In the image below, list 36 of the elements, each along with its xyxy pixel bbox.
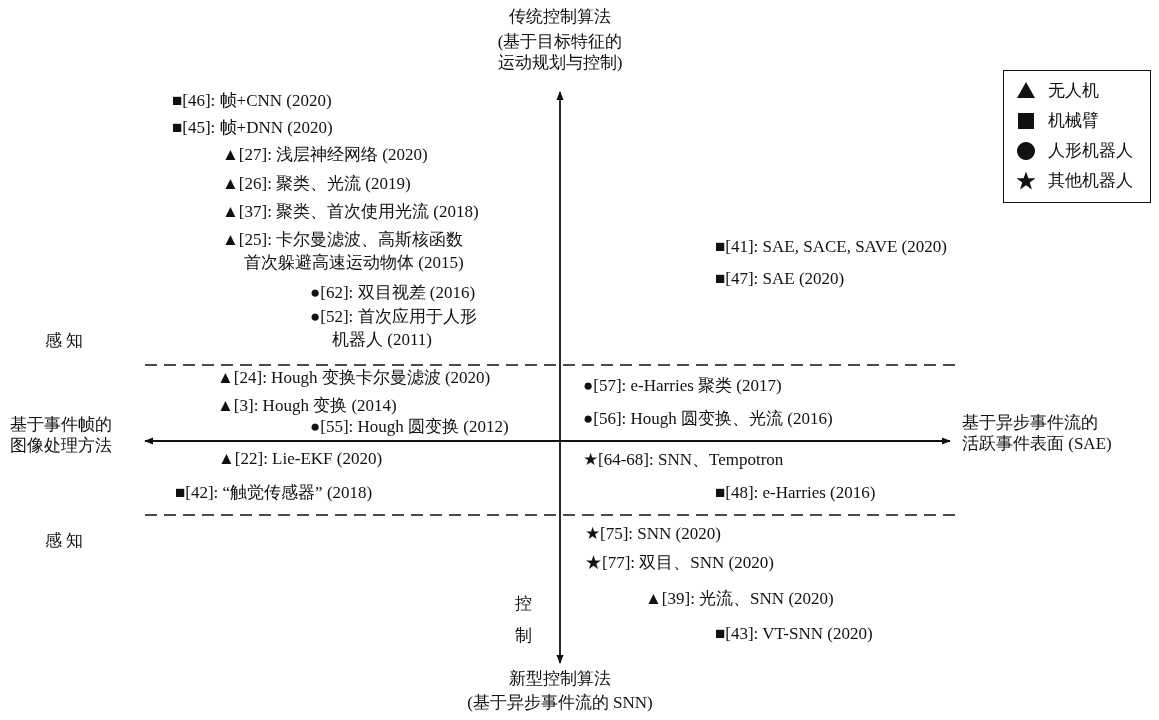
reference-entry: ■[43]: VT-SNN (2020) [715, 623, 873, 645]
reference-entry: ■[45]: 帧+DNN (2020) [172, 117, 333, 139]
axis-label: 控制 [515, 593, 532, 648]
axis-label: 传统控制算法 [509, 6, 611, 28]
legend-label: 无人机 [1048, 80, 1099, 102]
reference-entry: ▲[27]: 浅层神经网络 (2020) [222, 144, 428, 166]
reference-entry: ●[62]: 双目视差 (2016) [310, 282, 476, 304]
legend-label: 其他机器人 [1048, 170, 1133, 192]
region-label: 感 知 [45, 330, 84, 352]
reference-entry: ■[46]: 帧+CNN (2020) [172, 90, 332, 112]
axis-label: 新型控制算法 [509, 668, 611, 690]
reference-entry: ▲[24]: Hough 变换卡尔曼滤波 (2020) [217, 367, 491, 389]
reference-entry: ▲[37]: 聚类、首次使用光流 (2018) [222, 201, 479, 223]
legend-label: 机械臂 [1048, 110, 1099, 132]
reference-entry: ▲[25]: 卡尔曼滤波、高斯核函数首次躲避高速运动物体 (2015) [222, 229, 465, 274]
reference-entry: ■[47]: SAE (2020) [715, 268, 845, 290]
reference-entry: ★[64-68]: SNN、Tempotron [583, 449, 784, 471]
reference-entry: ▲[39]: 光流、SNN (2020) [645, 588, 834, 610]
axis-label: 基于事件帧的图像处理方法 [10, 414, 113, 457]
reference-entry: ●[57]: e-Harries 聚类 (2017) [583, 375, 782, 397]
reference-entry: ●[55]: Hough 圆变换 (2012) [310, 416, 509, 438]
axis-label: (基于异步事件流的 SNN) [467, 692, 653, 714]
reference-entry: ▲[22]: Lie-EKF (2020) [218, 448, 383, 470]
reference-entry: ●[56]: Hough 圆变换、光流 (2016) [583, 408, 833, 430]
axis-label: (基于目标特征的运动规划与控制) [496, 31, 624, 74]
axis-label: 基于异步事件流的活跃事件表面 (SAE) [962, 412, 1112, 455]
reference-entry: ■[42]: “触觉传感器” (2018) [175, 482, 373, 504]
region-label: 感 知 [45, 530, 84, 552]
reference-entry: ●[52]: 首次应用于人形机器人 (2011) [310, 306, 478, 351]
reference-entry: ▲[26]: 聚类、光流 (2019) [222, 173, 411, 195]
reference-entry: ★[75]: SNN (2020) [585, 523, 721, 545]
reference-entry: ■[41]: SAE, SACE, SAVE (2020) [715, 236, 947, 258]
reference-entry: ★[77]: 双目、SNN (2020) [585, 552, 774, 574]
reference-entry: ■[48]: e-Harries (2016) [715, 482, 876, 504]
reference-entry: ▲[3]: Hough 变换 (2014) [217, 395, 397, 417]
legend-label: 人形机器人 [1048, 140, 1133, 162]
